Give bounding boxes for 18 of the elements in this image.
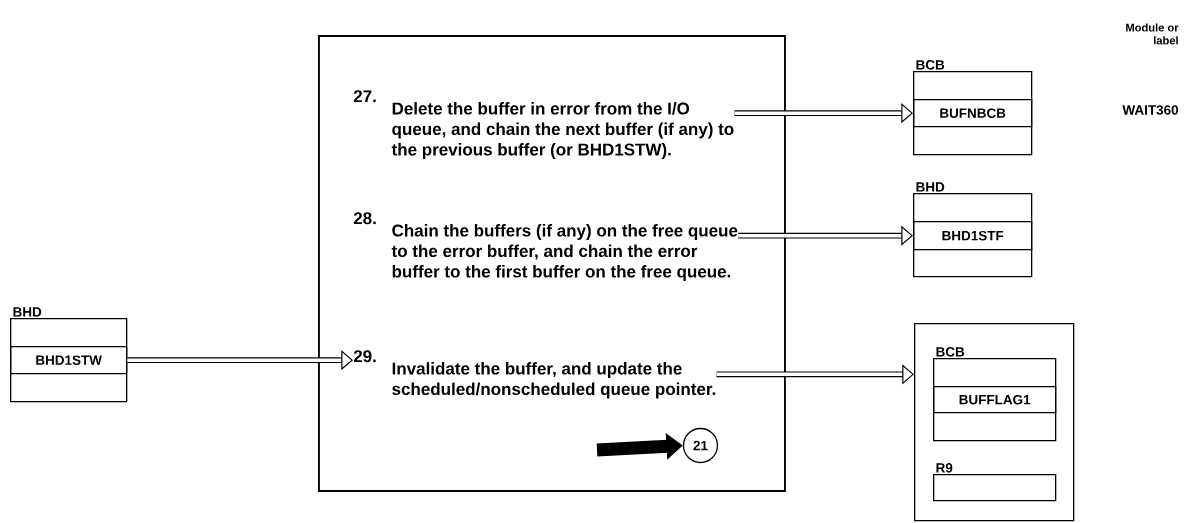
node-label: BCB — [936, 347, 965, 357]
node-label: BCB — [916, 60, 945, 70]
enclosing-box — [914, 323, 1075, 522]
step-text: 27. Delete the buffer in error from the I/O queue, and chain the next buffer (if any) to the previous buffer (or BHD1STW). — [353, 90, 734, 159]
node-label: BHD — [13, 307, 42, 317]
module-label: WAIT360 — [1122, 105, 1179, 115]
field-row: BHD1STF — [913, 221, 1033, 251]
register-box: R9 — [933, 463, 1057, 502]
node-label: R9 — [936, 463, 953, 473]
field-row: BUFFLAG1 — [933, 386, 1057, 414]
double-arrow — [738, 225, 913, 246]
node-label: BHD — [916, 182, 945, 192]
enclosing-box — [318, 35, 786, 492]
column-heading: Module or label — [1126, 23, 1179, 45]
field-row: BHD1STW — [10, 346, 128, 375]
step-text: 29. Invalidate the buffer, and update the scheduled/nonscheduled queue pointer. — [353, 350, 716, 399]
step-text: 28. Chain the buffers (if any) on the free queue to the error buffer, and chain the error buffer to the first buffer on the free queue. — [353, 212, 738, 281]
field-row: BUFNBCB — [913, 99, 1033, 128]
